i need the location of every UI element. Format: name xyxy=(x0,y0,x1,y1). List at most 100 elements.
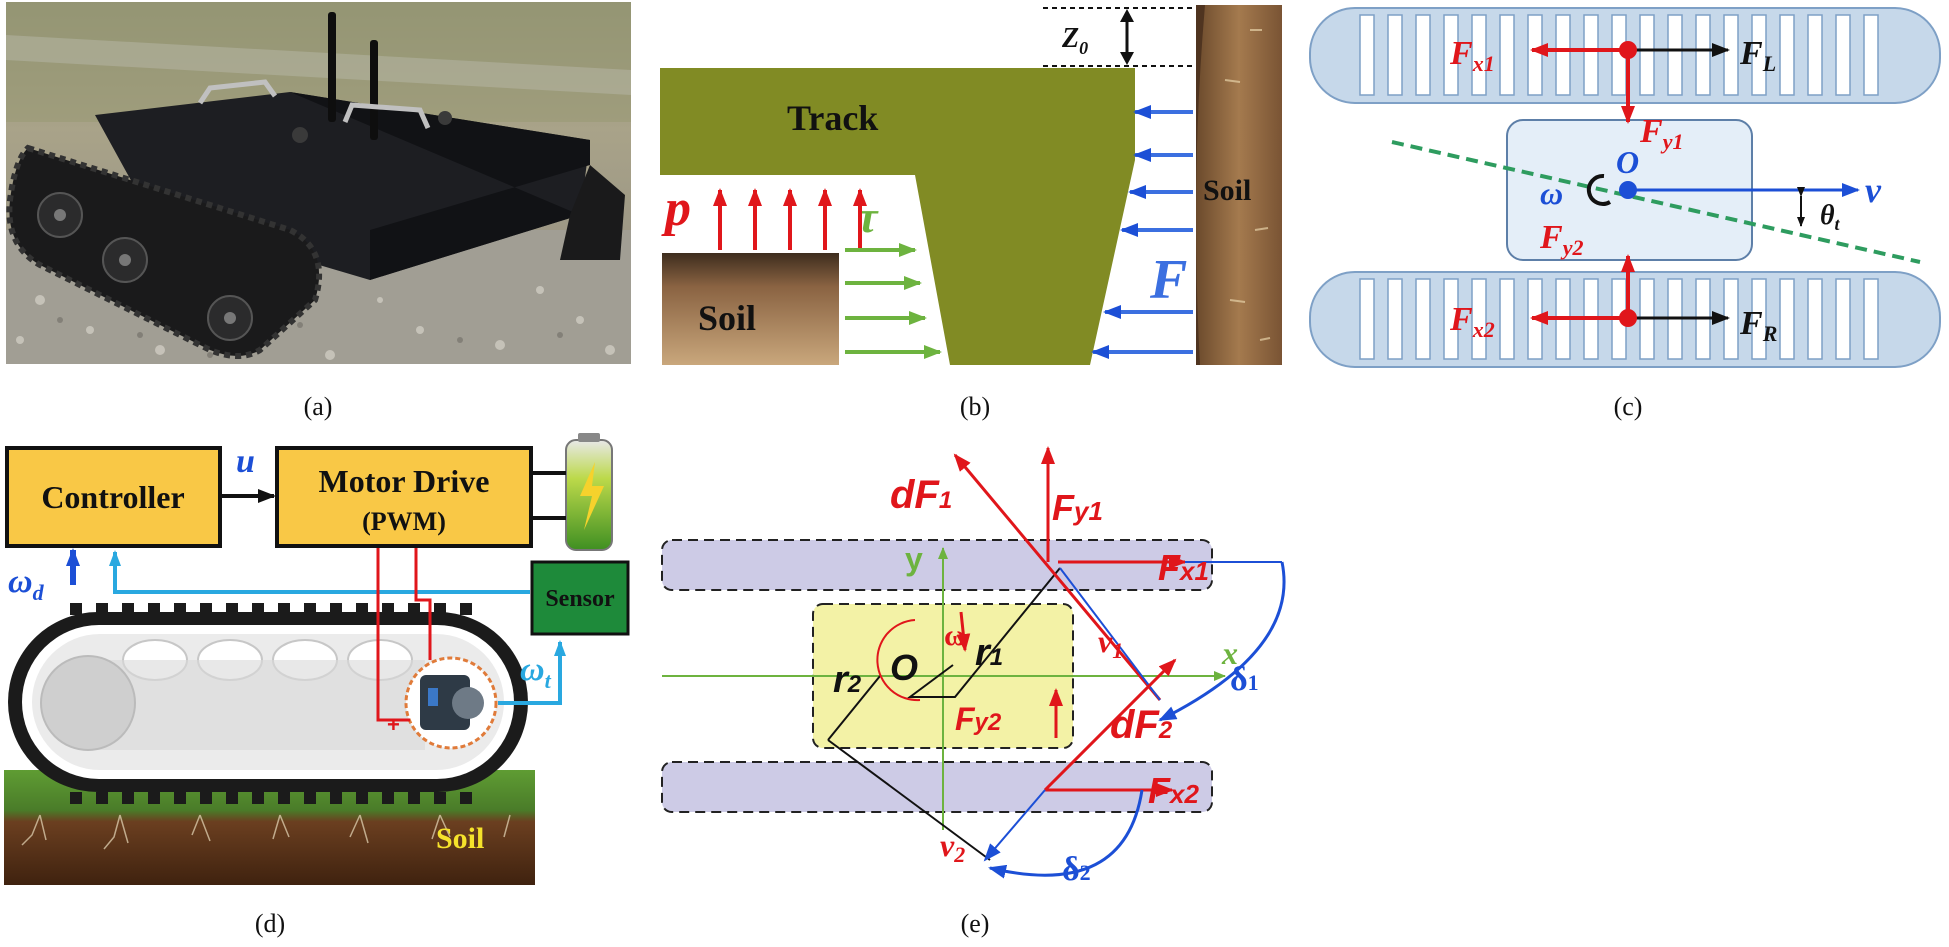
caption-d: (d) xyxy=(255,909,285,938)
omega-t-label: ωt xyxy=(520,651,552,693)
r2-label: r2 xyxy=(833,659,862,701)
Fx2-e-label: Fx2 xyxy=(1148,770,1199,811)
Fx1-label: Fx1 xyxy=(1449,35,1495,76)
belt-tooth xyxy=(460,792,472,804)
belt-tooth xyxy=(356,603,368,615)
u-label: u xyxy=(236,443,255,480)
caption-a: (a) xyxy=(304,392,333,421)
panel-d-diagram: Controller Motor Drive (PWM) u Sensor ωd xyxy=(4,433,630,885)
track-label: Track xyxy=(787,98,878,138)
controller-block xyxy=(5,446,222,548)
heading-line xyxy=(1391,140,1921,264)
z0-label: Z0 xyxy=(1061,23,1088,58)
tread-slot xyxy=(1499,278,1515,360)
belt-tooth xyxy=(278,792,290,804)
belt-tooth xyxy=(226,603,238,615)
dF1-label: dF1 xyxy=(890,473,952,517)
upper-track-treads xyxy=(1359,14,1879,96)
omega-d-label: ωd xyxy=(8,563,45,605)
tread-slot xyxy=(1835,14,1851,96)
tread-slot xyxy=(1359,14,1375,96)
Fy1-e-label: Fy1 xyxy=(1052,487,1103,528)
tread-slot xyxy=(1723,14,1739,96)
panel-a-photo xyxy=(6,2,631,364)
force-F-label: F xyxy=(1149,249,1187,311)
belt-tooth xyxy=(122,792,134,804)
lower-track-e xyxy=(661,761,1213,813)
belt-tooth xyxy=(70,792,82,804)
motor-drive-block xyxy=(275,446,533,548)
belt-tooth xyxy=(148,792,160,804)
track-body xyxy=(660,68,1135,365)
v2-label: v2 xyxy=(940,827,965,867)
tread-slot xyxy=(1555,14,1571,96)
Fy2-label: Fy2 xyxy=(1539,219,1583,260)
tread-slot xyxy=(1443,278,1459,360)
tread-slot xyxy=(1807,278,1823,360)
soil-force-arrows xyxy=(1091,105,1193,359)
caption-c: (c) xyxy=(1614,392,1643,421)
caption-b: (b) xyxy=(960,392,990,421)
motor-drive-label: Motor Drive xyxy=(319,463,490,499)
velocity-v-label: v xyxy=(1865,170,1882,210)
tread-slot xyxy=(1863,14,1879,96)
track-teeth xyxy=(70,603,472,804)
tread-slot xyxy=(1499,14,1515,96)
tread-slot xyxy=(1667,14,1683,96)
belt-tooth xyxy=(408,603,420,615)
delta1-label: δ1 xyxy=(1230,661,1259,698)
belt-tooth xyxy=(330,603,342,615)
dF2-label: dF2 xyxy=(1110,703,1173,747)
Fx2-label: Fx2 xyxy=(1449,301,1495,342)
shear-arrows xyxy=(845,243,942,359)
sensor-block xyxy=(530,560,630,636)
tread-slot xyxy=(1471,278,1487,360)
omega-e-label: ω xyxy=(944,619,966,652)
belt-tooth xyxy=(460,603,472,615)
belt-tooth xyxy=(122,603,134,615)
tread-slot xyxy=(1779,278,1795,360)
belt-tooth xyxy=(434,792,446,804)
omega-label: ω xyxy=(1540,175,1563,211)
x-axis-label: x xyxy=(1221,635,1238,671)
origin-O-e-label: O xyxy=(890,647,918,688)
belt-tooth xyxy=(330,792,342,804)
tread-slot xyxy=(1583,14,1599,96)
tread-slot xyxy=(1863,278,1879,360)
soil-right-label: Soil xyxy=(1203,174,1251,207)
upper-track-e xyxy=(661,539,1213,591)
origin-O-label: O xyxy=(1616,144,1639,180)
pressure-arrows xyxy=(713,188,867,250)
tread-slot xyxy=(1359,278,1375,360)
soil-label: Soil xyxy=(436,822,484,855)
belt-tooth xyxy=(382,603,394,615)
panel-e-diagram: y x dF1 Fy1 Fx1 ω O xyxy=(661,446,1286,888)
belt-tooth xyxy=(278,603,290,615)
belt-tooth xyxy=(174,603,186,615)
belt-tooth xyxy=(70,603,82,615)
tread-slot xyxy=(1807,14,1823,96)
soil-column xyxy=(1196,5,1282,365)
y-axis-label: y xyxy=(905,541,923,577)
Fx1-e-label: Fx1 xyxy=(1158,547,1209,588)
soil-left-label: Soil xyxy=(698,298,756,338)
tread-slot xyxy=(1443,14,1459,96)
theta-label: θt xyxy=(1820,200,1841,234)
belt-tooth xyxy=(304,792,316,804)
belt-tooth xyxy=(200,603,212,615)
belt-tooth xyxy=(382,792,394,804)
belt-tooth xyxy=(252,792,264,804)
belt-tooth xyxy=(252,603,264,615)
tread-slot xyxy=(1415,278,1431,360)
belt-tooth xyxy=(304,603,316,615)
belt-tooth xyxy=(174,792,186,804)
tread-slot xyxy=(1639,14,1655,96)
belt-tooth xyxy=(200,792,212,804)
tread-slot xyxy=(1415,14,1431,96)
FR-label: FR xyxy=(1739,305,1777,346)
belt-tooth xyxy=(96,792,108,804)
tread-slot xyxy=(1387,278,1403,360)
panel-b-diagram: Z0 Track Soil Soil p τ F xyxy=(660,5,1282,365)
tread-slot xyxy=(1751,14,1767,96)
